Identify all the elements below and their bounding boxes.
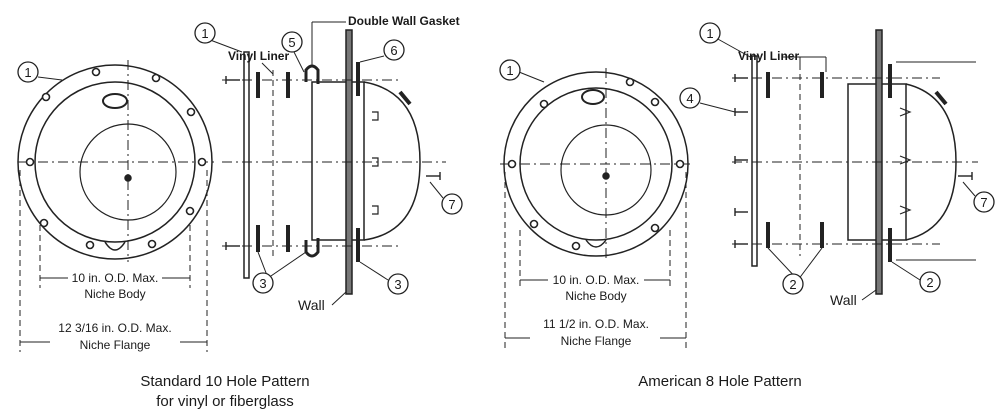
right-callout-2a: 2 <box>767 247 823 295</box>
svg-text:4: 4 <box>686 91 693 106</box>
left-caption-line2: for vinyl or fiberglass <box>156 393 294 410</box>
right-vinyl-liner-label: Vinyl Liner <box>738 49 799 63</box>
left-callout-3a: 3 <box>252 251 307 294</box>
svg-text:3: 3 <box>259 276 266 291</box>
left-side-niche-body <box>311 81 365 241</box>
left-callout-3b: 3 <box>359 261 409 295</box>
left-wall-label: Wall <box>298 297 325 313</box>
right-callout-2b: 2 <box>891 261 941 293</box>
left-side-view <box>222 29 446 295</box>
svg-text:3: 3 <box>394 277 401 292</box>
left-callout-1-front: 1 <box>17 61 63 83</box>
left-front-view <box>17 60 215 262</box>
left-side-gaskets <box>256 72 290 252</box>
left-flange-bottom-notch <box>104 241 126 251</box>
left-callout-1-side: 1 <box>194 22 243 53</box>
left-centerlines <box>18 60 215 262</box>
right-body-dim-line1: 10 in. O.D. Max. <box>553 273 640 287</box>
svg-text:2: 2 <box>789 277 796 292</box>
right-callout-4: 4 <box>679 87 736 113</box>
right-top-clamp <box>581 89 605 105</box>
left-flange-dimension <box>19 170 208 352</box>
svg-text:2: 2 <box>926 275 933 290</box>
right-side-view <box>732 29 978 295</box>
left-side-flange <box>243 51 250 279</box>
svg-text:6: 6 <box>390 43 397 58</box>
svg-text:1: 1 <box>506 63 513 78</box>
right-wall-label: Wall <box>830 292 857 308</box>
right-front-view <box>500 68 690 262</box>
left-caption: Standard 10 Hole Pattern for vinyl or fi… <box>110 372 340 412</box>
left-side-niche-dome <box>363 81 421 241</box>
left-gasket-label: Double Wall Gasket <box>348 14 460 28</box>
left-flange-dim-line2: Niche Flange <box>80 338 151 352</box>
right-body-dim-line2: Niche Body <box>565 289 626 303</box>
svg-text:7: 7 <box>980 195 987 210</box>
right-flange-bottom-notch <box>585 239 607 248</box>
svg-text:1: 1 <box>201 26 208 41</box>
right-side-flange <box>751 55 758 267</box>
svg-text:7: 7 <box>448 197 455 212</box>
left-callout-5: 5 <box>281 31 305 73</box>
left-top-clamp <box>102 93 128 109</box>
right-callout-1-side: 1 <box>699 22 753 59</box>
left-flange-dim-line1: 12 3/16 in. O.D. Max. <box>58 321 171 335</box>
left-callout-6: 6 <box>359 39 405 63</box>
svg-text:1: 1 <box>706 26 713 41</box>
left-body-dim-line2: Niche Body <box>84 287 145 301</box>
left-body-dimension <box>39 225 191 288</box>
right-body-dimension <box>519 230 671 290</box>
left-caption-line1: Standard 10 Hole Pattern <box>140 373 310 390</box>
right-flange-dimension <box>504 172 687 348</box>
svg-text:1: 1 <box>24 65 31 80</box>
left-flange-inner <box>34 81 196 243</box>
right-callout-1-front: 1 <box>499 59 545 83</box>
left-vinyl-liner-label: Vinyl Liner <box>228 49 289 63</box>
right-caption-line1: American 8 Hole Pattern <box>638 373 802 390</box>
right-flange-dim-line1: 11 1/2 in. O.D. Max. <box>543 317 649 331</box>
left-body-dim-line1: 10 in. O.D. Max. <box>72 271 159 285</box>
right-callout-7: 7 <box>962 181 995 213</box>
left-callout-7: 7 <box>429 181 463 215</box>
right-caption: American 8 Hole Pattern <box>600 372 840 392</box>
left-bolt-holes <box>25 67 207 250</box>
right-flange-dim-line2: Niche Flange <box>561 334 632 348</box>
left-center-dot <box>124 174 132 182</box>
right-bolt-holes <box>507 77 685 251</box>
svg-text:5: 5 <box>288 35 295 50</box>
